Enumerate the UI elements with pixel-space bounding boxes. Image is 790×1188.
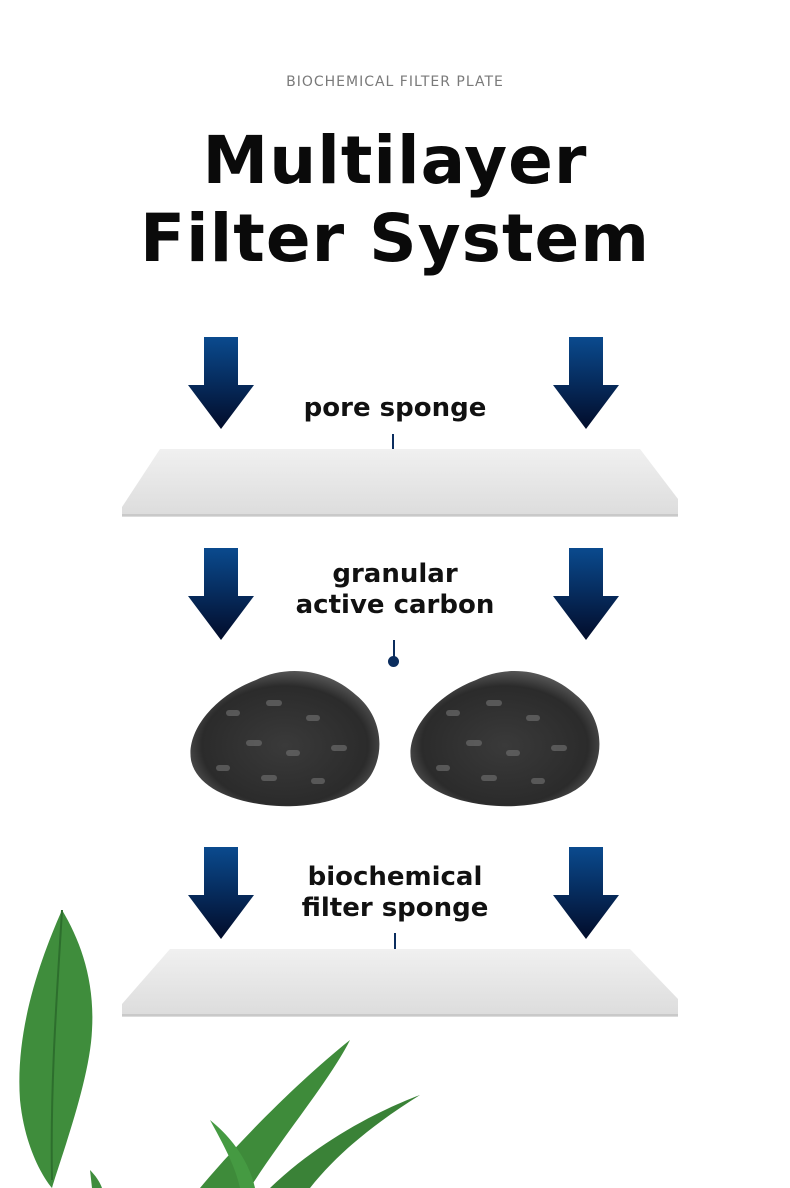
callout-line <box>393 640 395 662</box>
title-line-1: Multilayer <box>202 122 588 199</box>
layer-label-line: filter sponge <box>301 893 489 923</box>
callout-dot <box>388 656 399 667</box>
layer-label-active-carbon: granular active carbon <box>245 559 545 621</box>
layer-label-line: biochemical <box>307 862 483 892</box>
down-arrow-icon <box>553 847 619 939</box>
layer-label-pore-sponge: pore sponge <box>245 393 545 424</box>
down-arrow-icon <box>188 847 254 939</box>
title-line-2: Filter System <box>139 200 651 277</box>
active-carbon-pile-left <box>190 671 380 807</box>
page-title: Multilayer Filter System <box>0 122 790 278</box>
biochemical-sponge-image <box>122 949 678 1017</box>
down-arrow-icon <box>553 337 619 429</box>
page-subtitle: BIOCHEMICAL FILTER PLATE <box>286 74 504 90</box>
active-carbon-pile-right <box>410 671 600 807</box>
down-arrow-icon <box>188 548 254 640</box>
decorative-plant-leaves <box>19 909 420 1188</box>
layer-label-line: granular <box>332 559 458 589</box>
down-arrow-icon <box>553 548 619 640</box>
callout-line <box>392 434 394 460</box>
down-arrow-icon <box>188 337 254 429</box>
layer-label-biochemical-sponge: biochemical filter sponge <box>245 862 545 924</box>
layer-label-line: active carbon <box>295 590 495 620</box>
callout-line <box>394 933 396 957</box>
pore-sponge-image <box>122 449 678 517</box>
layer-label-line: pore sponge <box>303 393 487 423</box>
